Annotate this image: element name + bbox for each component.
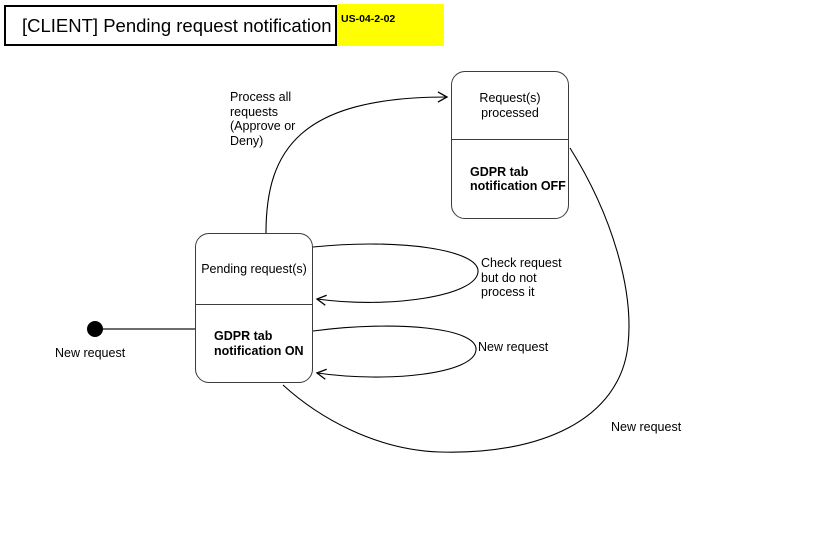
state-pending-header: Pending request(s): [196, 234, 312, 305]
state-processed-header: Request(s) processed: [452, 72, 568, 140]
edge-label-check-request: Check request but do not process it: [481, 256, 562, 300]
edge-label-new-request-start: New request: [55, 346, 126, 360]
state-processed-body: GDPR tab notification OFF: [452, 140, 568, 218]
edge-label-process-all-requests: Process all requests (Approve or Deny): [230, 90, 296, 148]
state-node-processed[interactable]: Request(s) processed GDPR tab notificati…: [451, 71, 569, 219]
diagram-title-box: [CLIENT] Pending request notification: [4, 5, 337, 46]
story-id-badge: US-04-2-02: [337, 4, 444, 46]
edge-label-new-request-return: New request: [611, 420, 682, 434]
edge-pending-self-check: [312, 243, 479, 306]
story-id-label: US-04-2-02: [341, 13, 396, 25]
state-pending-status: GDPR tab notification ON: [214, 329, 304, 358]
state-node-pending[interactable]: Pending request(s) GDPR tab notification…: [195, 233, 313, 383]
state-processed-status: GDPR tab notification OFF: [470, 164, 566, 194]
edge-pending-to-processed: [265, 91, 449, 234]
state-pending-body: GDPR tab notification ON: [196, 305, 312, 382]
edge-pending-self-new: [312, 325, 477, 380]
edge-processed-to-pending: [282, 147, 630, 453]
edge-label-new-request-loop: New request: [478, 340, 549, 354]
start-node-dot: [87, 321, 103, 337]
page-title: [CLIENT] Pending request notification: [22, 14, 332, 36]
state-pending-title: Pending request(s): [201, 261, 307, 276]
state-processed-title: Request(s) processed: [479, 91, 541, 120]
